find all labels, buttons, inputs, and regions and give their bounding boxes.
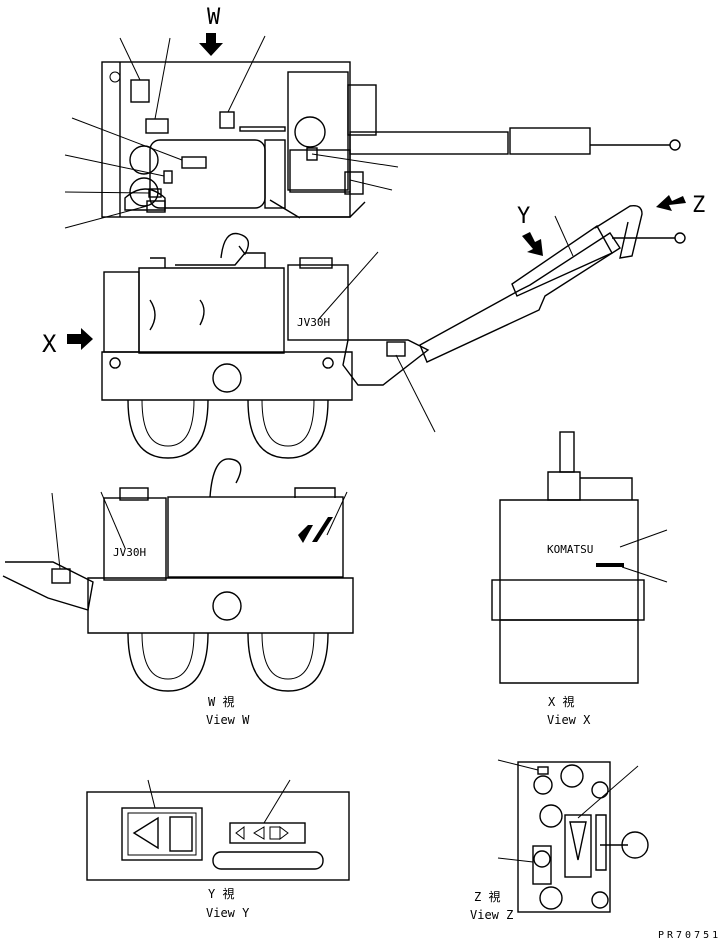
decal-jv-view-w: JV30H [113, 546, 146, 559]
view-y: Y 視 View Y [86, 779, 350, 920]
view-x: KOMATSU X 視 View X [491, 431, 668, 727]
view-x-caption-jp: X 視 [548, 694, 574, 709]
view-w: JV30H W 視 View W [2, 458, 354, 727]
arrow-x-icon [67, 328, 93, 350]
arrow-z-label: Z [692, 193, 705, 218]
view-y-caption-en: View Y [206, 906, 250, 920]
view-y-caption-jp: Y 視 [208, 886, 234, 901]
arrow-w-icon [199, 33, 223, 56]
arrow-z-icon [656, 195, 686, 211]
top-plan-view: W [64, 5, 681, 229]
arrow-y-label: Y [517, 204, 530, 229]
arrow-x-label: X [42, 330, 57, 358]
view-w-caption-en: View W [206, 713, 250, 727]
part-number: PR70751 [658, 930, 721, 941]
view-z-caption-jp: Z 視 [474, 889, 500, 904]
arrow-w-label: W [207, 5, 221, 30]
triangle-left-icon [132, 816, 159, 850]
view-z: Z 視 View Z [470, 759, 649, 922]
view-w-caption-jp: W 視 [208, 694, 234, 709]
decal-komatsu: KOMATSU [547, 543, 593, 556]
side-view-main: X Y Z JV30H [42, 193, 705, 459]
arrow-y-icon [522, 232, 543, 256]
decal-jv-side: JV30H [297, 316, 330, 329]
view-z-caption-en: View Z [470, 908, 513, 922]
view-x-caption-en: View X [547, 713, 591, 727]
